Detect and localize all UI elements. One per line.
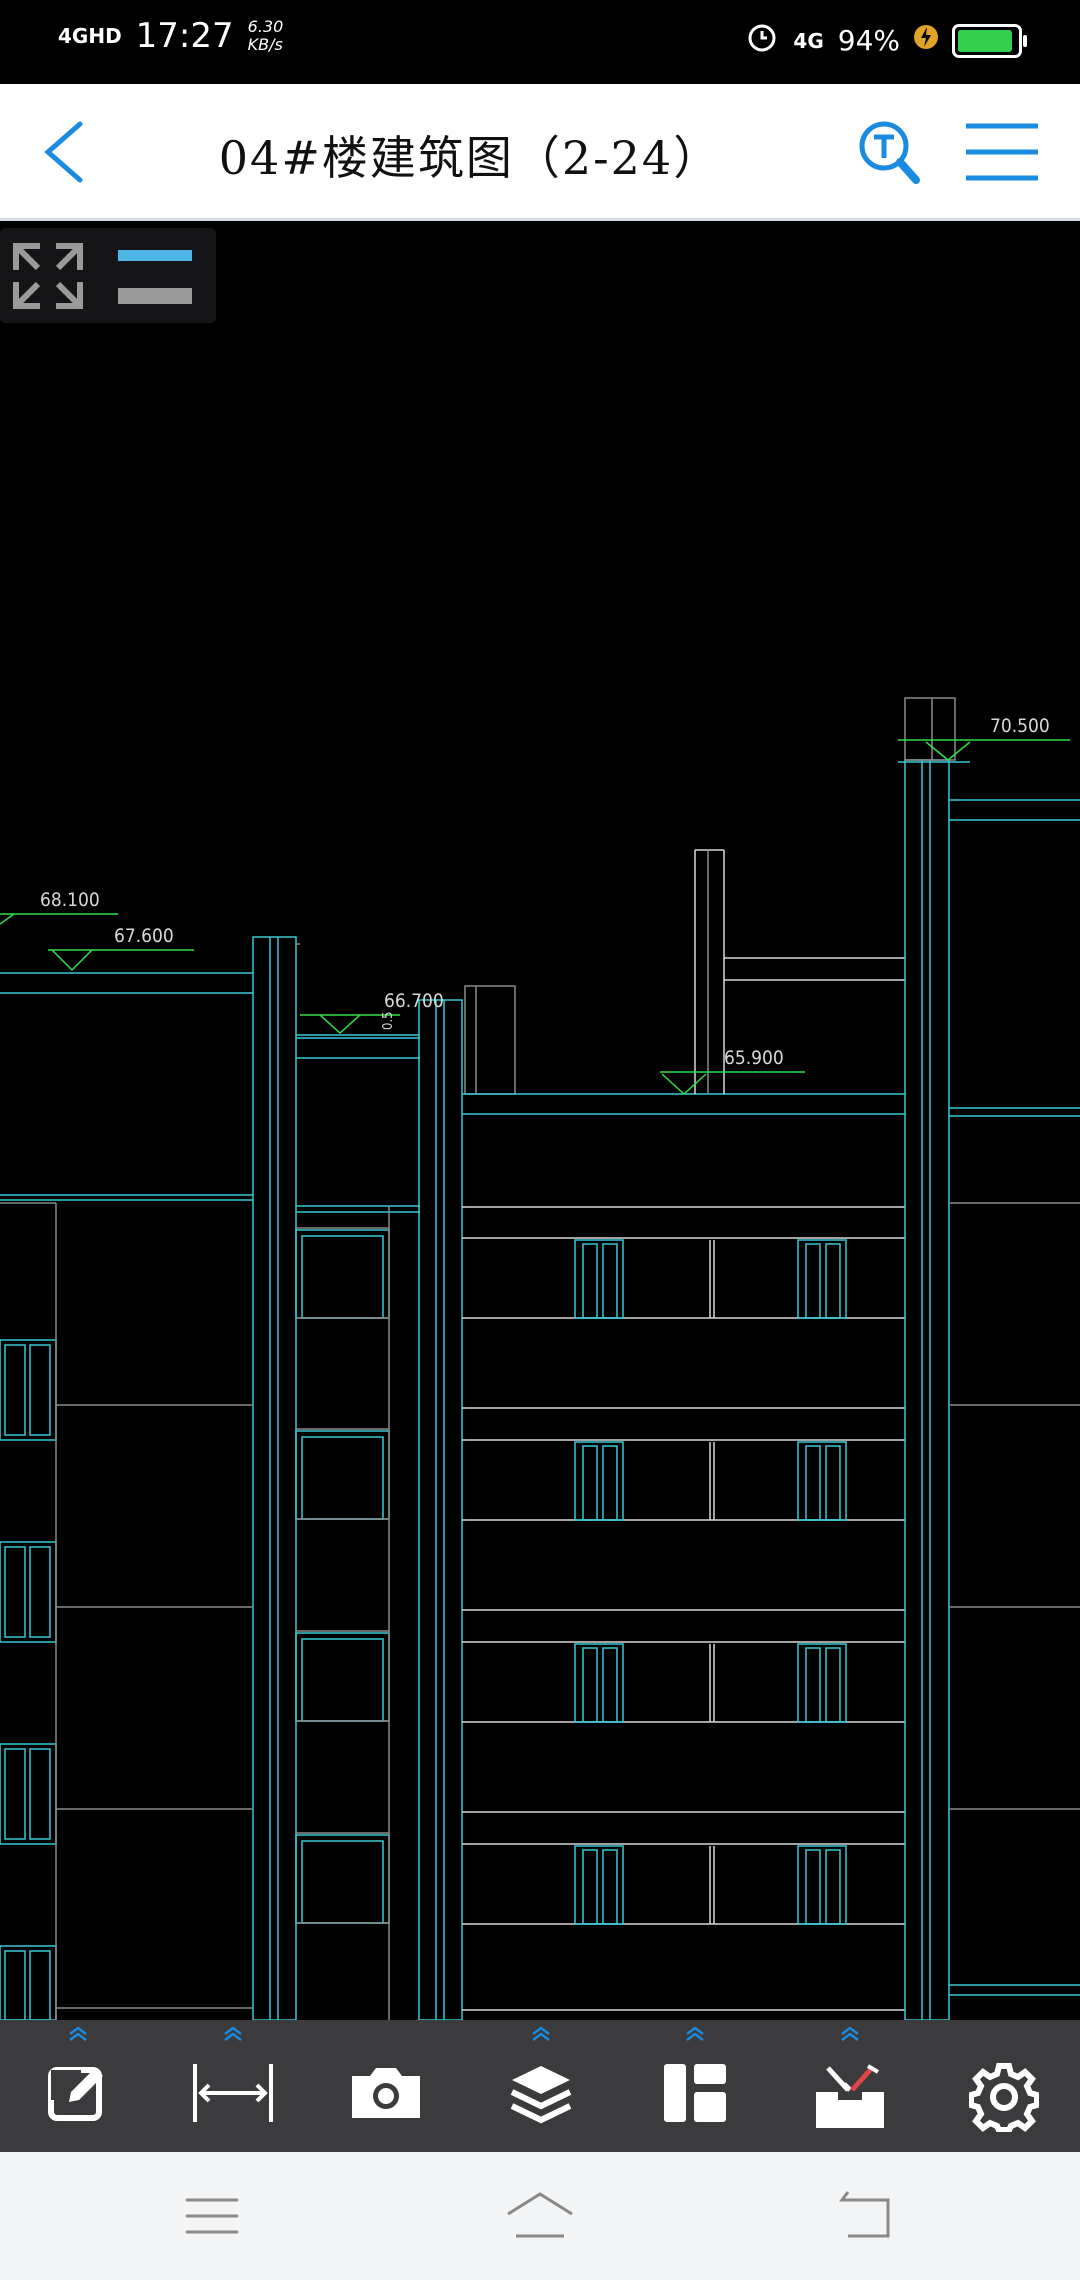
battery-fill xyxy=(958,29,1013,52)
clock: 17:27 xyxy=(135,16,234,56)
elevation-label: 65.900 xyxy=(724,1047,784,1069)
camera-tool[interactable] xyxy=(326,2020,446,2152)
bottom-toolbar xyxy=(0,2020,1080,2152)
fullscreen-icon[interactable] xyxy=(10,240,86,312)
chevron-up-icon[interactable] xyxy=(839,2026,861,2042)
signal-indicator: 4GHD xyxy=(58,24,122,48)
chevron-up-icon[interactable] xyxy=(530,2026,552,2042)
toolbox-tool[interactable] xyxy=(790,2020,910,2152)
elevation-label: 66.700 xyxy=(384,990,444,1012)
cad-drawing-canvas[interactable]: 68.100 67.600 66.700 65.900 70.500 0.5 xyxy=(0,221,1080,2020)
status-left: 4GHD 17:27 6.30 KB/s xyxy=(58,16,283,56)
status-right: 4G 94% xyxy=(745,20,1027,61)
recent-apps-icon[interactable] xyxy=(172,2188,252,2244)
back-nav-icon[interactable] xyxy=(828,2188,908,2244)
annotate-tool[interactable] xyxy=(18,2020,138,2152)
edit-icon[interactable] xyxy=(47,2062,109,2124)
layout-tool[interactable] xyxy=(635,2020,755,2152)
view-controls-panel xyxy=(0,228,216,323)
chevron-up-icon[interactable] xyxy=(222,2026,244,2042)
menu-icon[interactable] xyxy=(962,118,1042,186)
home-icon[interactable] xyxy=(500,2188,580,2244)
network-speed: 6.30 KB/s xyxy=(248,18,284,54)
battery-icon xyxy=(952,23,1027,58)
system-nav-bar xyxy=(0,2152,1080,2280)
text-search-icon[interactable] xyxy=(850,114,930,194)
drawing-title: 04#楼建筑图（2-24） xyxy=(218,131,722,185)
camera-icon[interactable] xyxy=(348,2062,424,2124)
network-speed-value: 6.30 xyxy=(247,17,284,36)
toolbox-icon[interactable] xyxy=(814,2062,886,2130)
layers-tool[interactable] xyxy=(481,2020,601,2152)
battery-percent: 94% xyxy=(837,24,900,57)
back-arrow-icon[interactable] xyxy=(36,118,96,186)
charging-icon xyxy=(914,22,938,59)
dimension-label: 0.5 xyxy=(381,1011,396,1030)
chevron-up-icon[interactable] xyxy=(67,2026,89,2042)
chevron-up-icon[interactable] xyxy=(684,2026,706,2042)
layout-icon[interactable] xyxy=(662,2062,728,2124)
status-bar: 4GHD 17:27 6.30 KB/s 4G 94% xyxy=(0,0,1080,84)
title-bar: 04#楼建筑图（2-24） xyxy=(0,84,1080,221)
measure-tool[interactable] xyxy=(173,2020,293,2152)
layer-toggle-icon[interactable] xyxy=(118,246,194,306)
layers-icon[interactable] xyxy=(508,2062,574,2128)
cad-drawing[interactable]: 68.100 67.600 66.700 65.900 70.500 0.5 xyxy=(0,221,1080,2020)
network-speed-unit: KB/s xyxy=(247,35,283,54)
gear-icon[interactable] xyxy=(969,2062,1039,2132)
measure-icon[interactable] xyxy=(191,2062,275,2124)
elevation-label: 67.600 xyxy=(114,925,174,947)
network-type: 4G xyxy=(793,28,824,53)
elevation-label: 68.100 xyxy=(40,889,100,911)
settings-tool[interactable] xyxy=(944,2020,1064,2152)
elevation-label: 70.500 xyxy=(990,715,1050,737)
alarm-icon xyxy=(745,20,779,61)
